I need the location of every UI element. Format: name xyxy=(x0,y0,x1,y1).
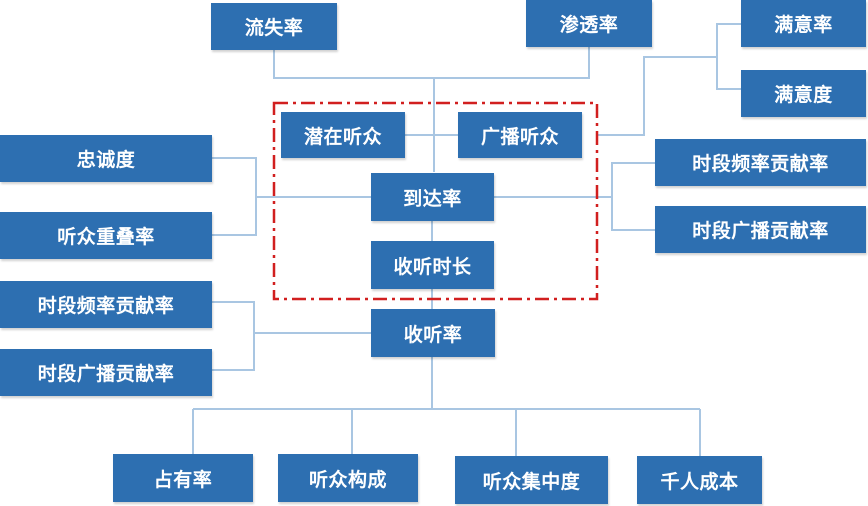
node-audience-concentration: 听众集中度 xyxy=(455,456,608,504)
connector-slot-left xyxy=(212,301,255,371)
node-satisfaction-degree: 满意度 xyxy=(741,70,866,117)
node-listening-rate: 收听率 xyxy=(371,309,495,357)
connector-churn xyxy=(273,50,434,79)
node-reach-rate: 到达率 xyxy=(371,173,494,221)
node-slot-broadcast-contribution-right: 时段广播贡献率 xyxy=(655,206,866,253)
node-audience-overlap-rate: 听众重叠率 xyxy=(0,212,212,259)
node-audience-composition: 听众构成 xyxy=(278,454,418,502)
connector-satisfaction-bus xyxy=(597,56,717,136)
connector-penetration xyxy=(434,47,590,79)
connector-slot-top xyxy=(611,162,655,231)
node-potential-audience: 潜在听众 xyxy=(281,112,405,158)
node-satisfaction-rate: 满意率 xyxy=(741,0,866,47)
node-cost-per-thousand: 千人成本 xyxy=(637,456,762,504)
node-slot-frequency-contribution-left: 时段频率贡献率 xyxy=(0,281,212,328)
node-loyalty: 忠诚度 xyxy=(0,135,212,182)
node-slot-frequency-contribution-right: 时段频率贡献率 xyxy=(655,139,866,186)
node-churn-rate: 流失率 xyxy=(211,3,337,50)
node-slot-broadcast-contribution-left: 时段广播贡献率 xyxy=(0,349,212,396)
dashed-frame xyxy=(272,101,599,301)
node-share-rate: 占有率 xyxy=(113,454,253,502)
node-listening-duration: 收听时长 xyxy=(371,241,494,289)
node-penetration-rate: 渗透率 xyxy=(526,0,652,47)
node-broadcast-audience: 广播听众 xyxy=(458,112,582,158)
connector-satisfaction-rate xyxy=(716,23,741,90)
connector-loyalty xyxy=(212,157,257,236)
